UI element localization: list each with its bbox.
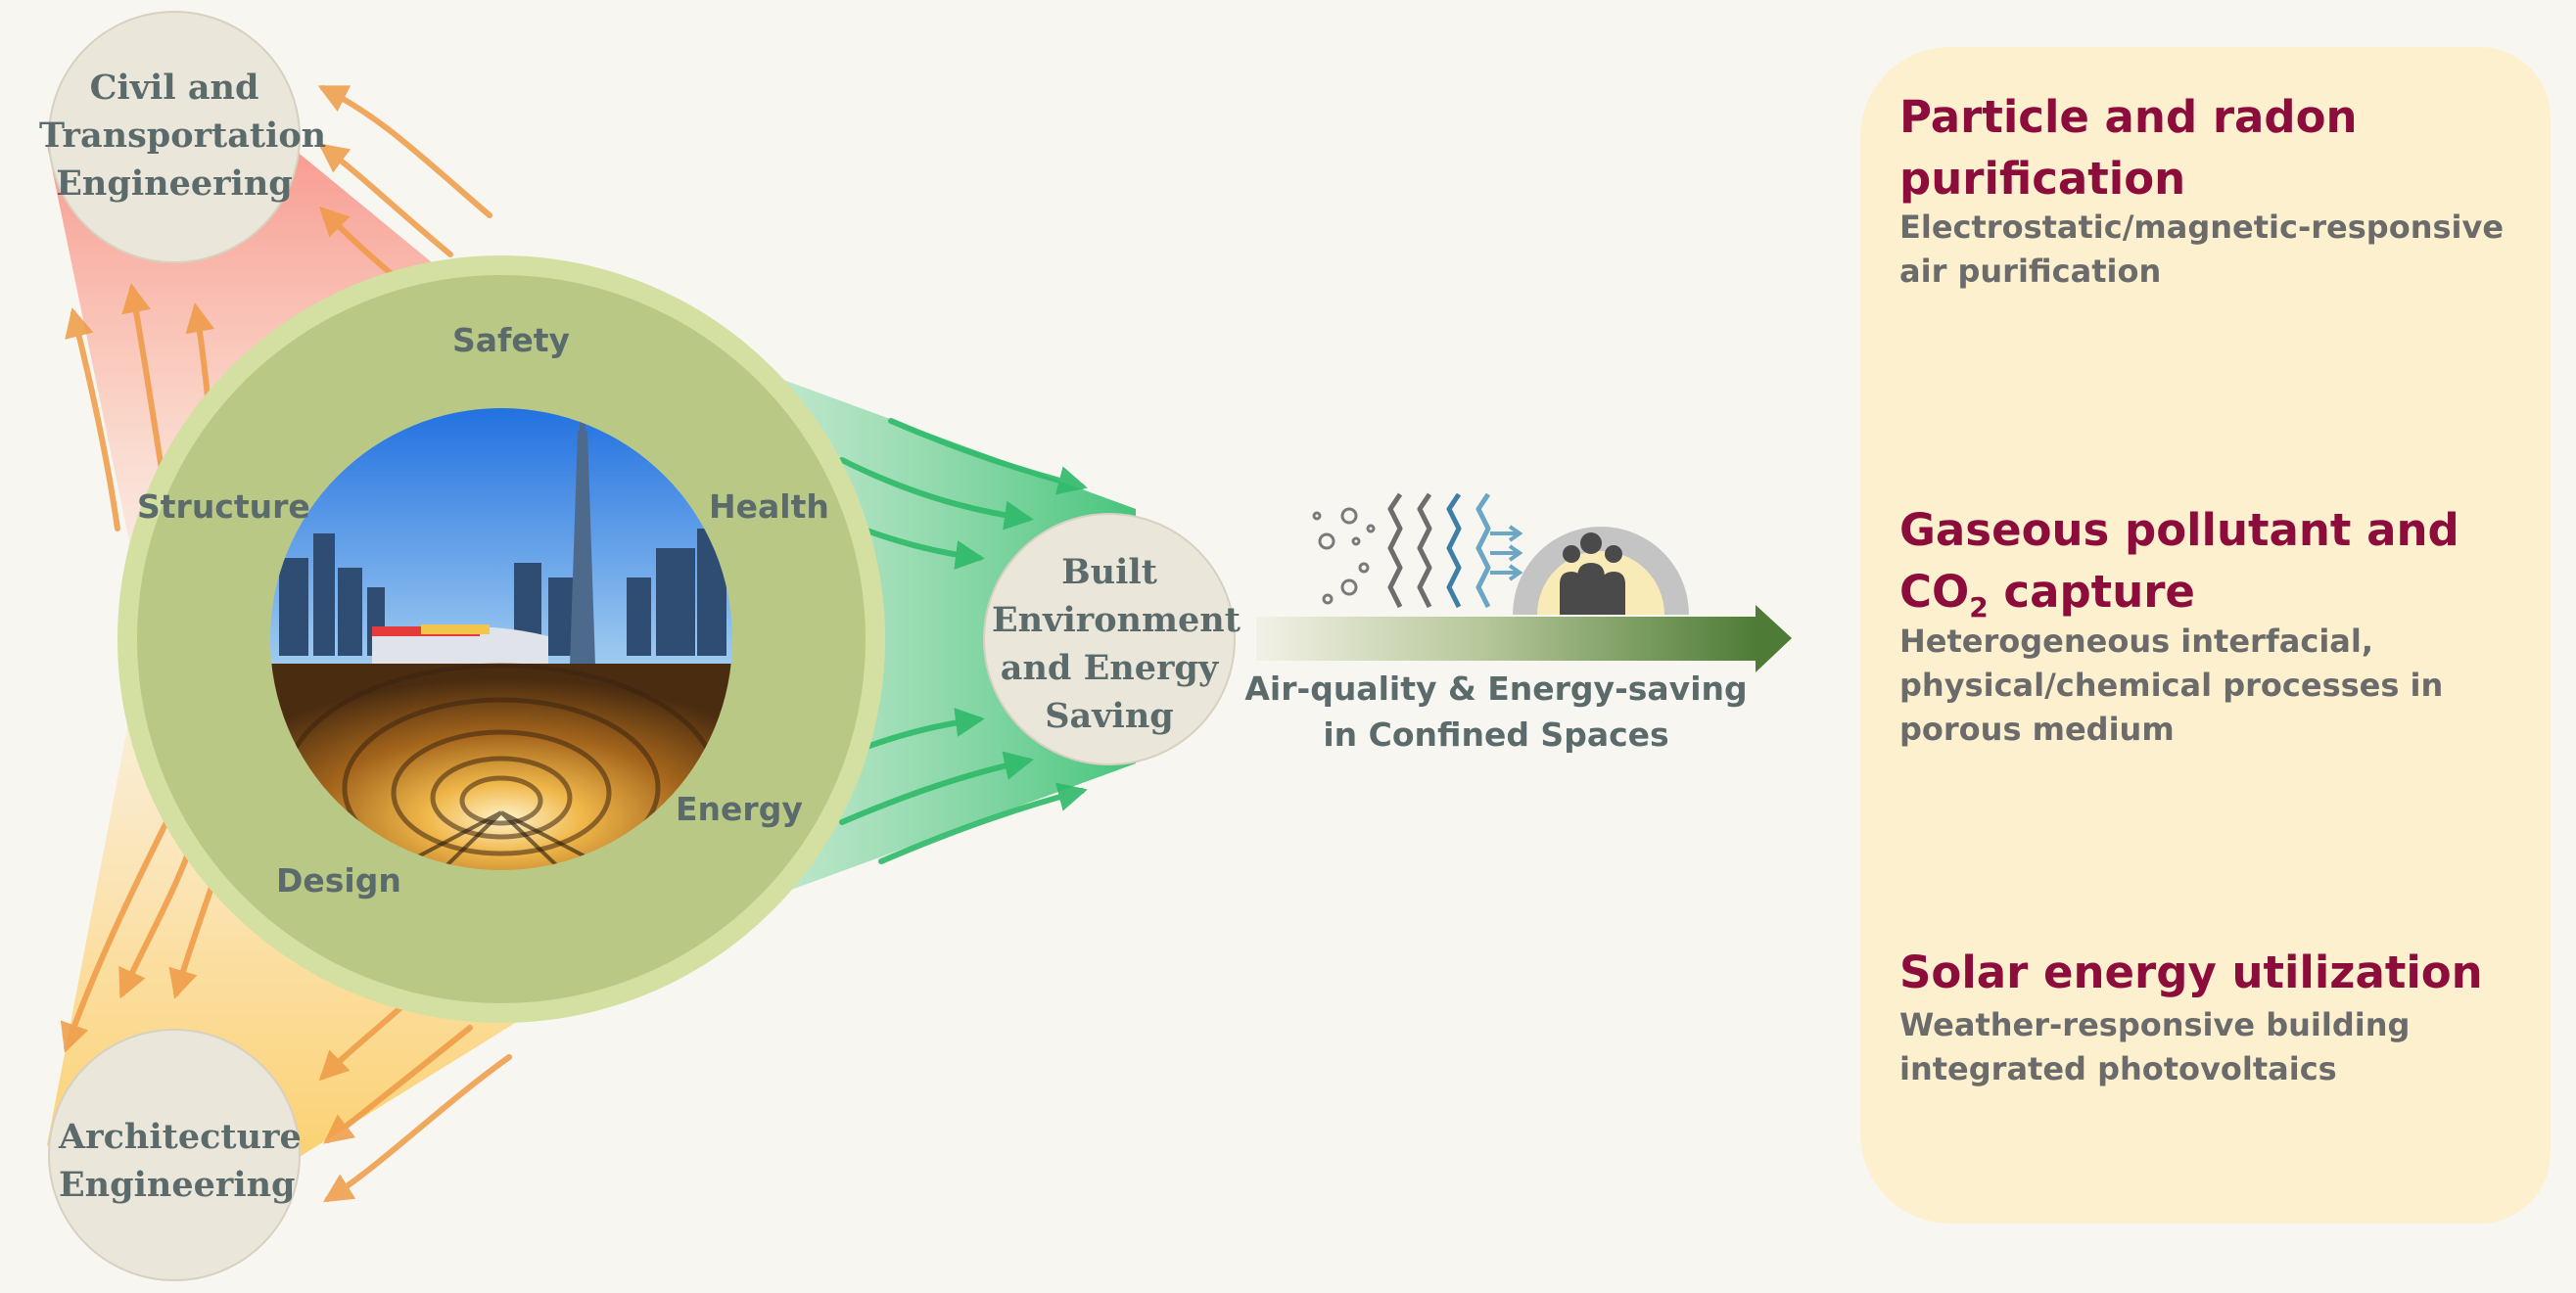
civil-node: [48, 11, 301, 263]
flow-label-line-2: in Confined Spaces: [1323, 716, 1669, 754]
ring-label-health: Health: [709, 487, 829, 526]
flow-label-line-1: Air-quality & Energy-saving: [1244, 670, 1748, 708]
app-desc-particle-radon: Electrostatic/magnetic-responsive air pu…: [1899, 208, 2505, 290]
flow-arrow-shaft: [1256, 617, 1757, 661]
civil-engineering-label: Civil and Transportation Engineering: [39, 68, 327, 204]
app-title-gaseous-co2-part-1: Gaseous pollutant and CO: [1899, 504, 2459, 618]
flow-arrow-head: [1756, 605, 1792, 672]
ring-label-safety: Safety: [452, 321, 571, 359]
architecture-node: [48, 1029, 301, 1281]
airflow-arrows-icon: [1490, 525, 1523, 581]
particles-icon: [1312, 507, 1376, 605]
app-title-gaseous-co2: Gaseous pollutant and CO2 capture: [1899, 499, 2536, 623]
app-title-gaseous-co2-subscript: 2: [1969, 591, 1989, 623]
app-title-particle-radon: Particle and radon purification: [1899, 91, 2358, 205]
app-title-gaseous-co2-part-2: capture: [1988, 566, 2195, 618]
applications-panel: [1860, 47, 2551, 1224]
filter-icon: [1387, 492, 1491, 609]
built-environment-label: Built Environment and Energy Saving: [992, 552, 1241, 736]
green-arrows: [839, 418, 1088, 864]
ring-label-energy: Energy: [676, 790, 803, 828]
app-desc-solar: Weather-responsive building integrated p…: [1899, 1006, 2411, 1087]
flow-label: Air-quality & Energy-saving in Confined …: [1241, 666, 1751, 758]
built-node: [983, 513, 1236, 765]
architecture-engineering-label: Architecture Engineering: [59, 1117, 302, 1205]
app-title-solar: Solar energy utilization: [1899, 947, 2483, 998]
people-icon: [1513, 527, 1689, 615]
app-desc-gaseous-co2: Heterogeneous interfacial, physical/chem…: [1899, 623, 2444, 748]
orange-arrows-upper: [65, 85, 492, 531]
ring-label-structure: Structure: [137, 487, 310, 526]
ring-label-design: Design: [276, 861, 401, 900]
